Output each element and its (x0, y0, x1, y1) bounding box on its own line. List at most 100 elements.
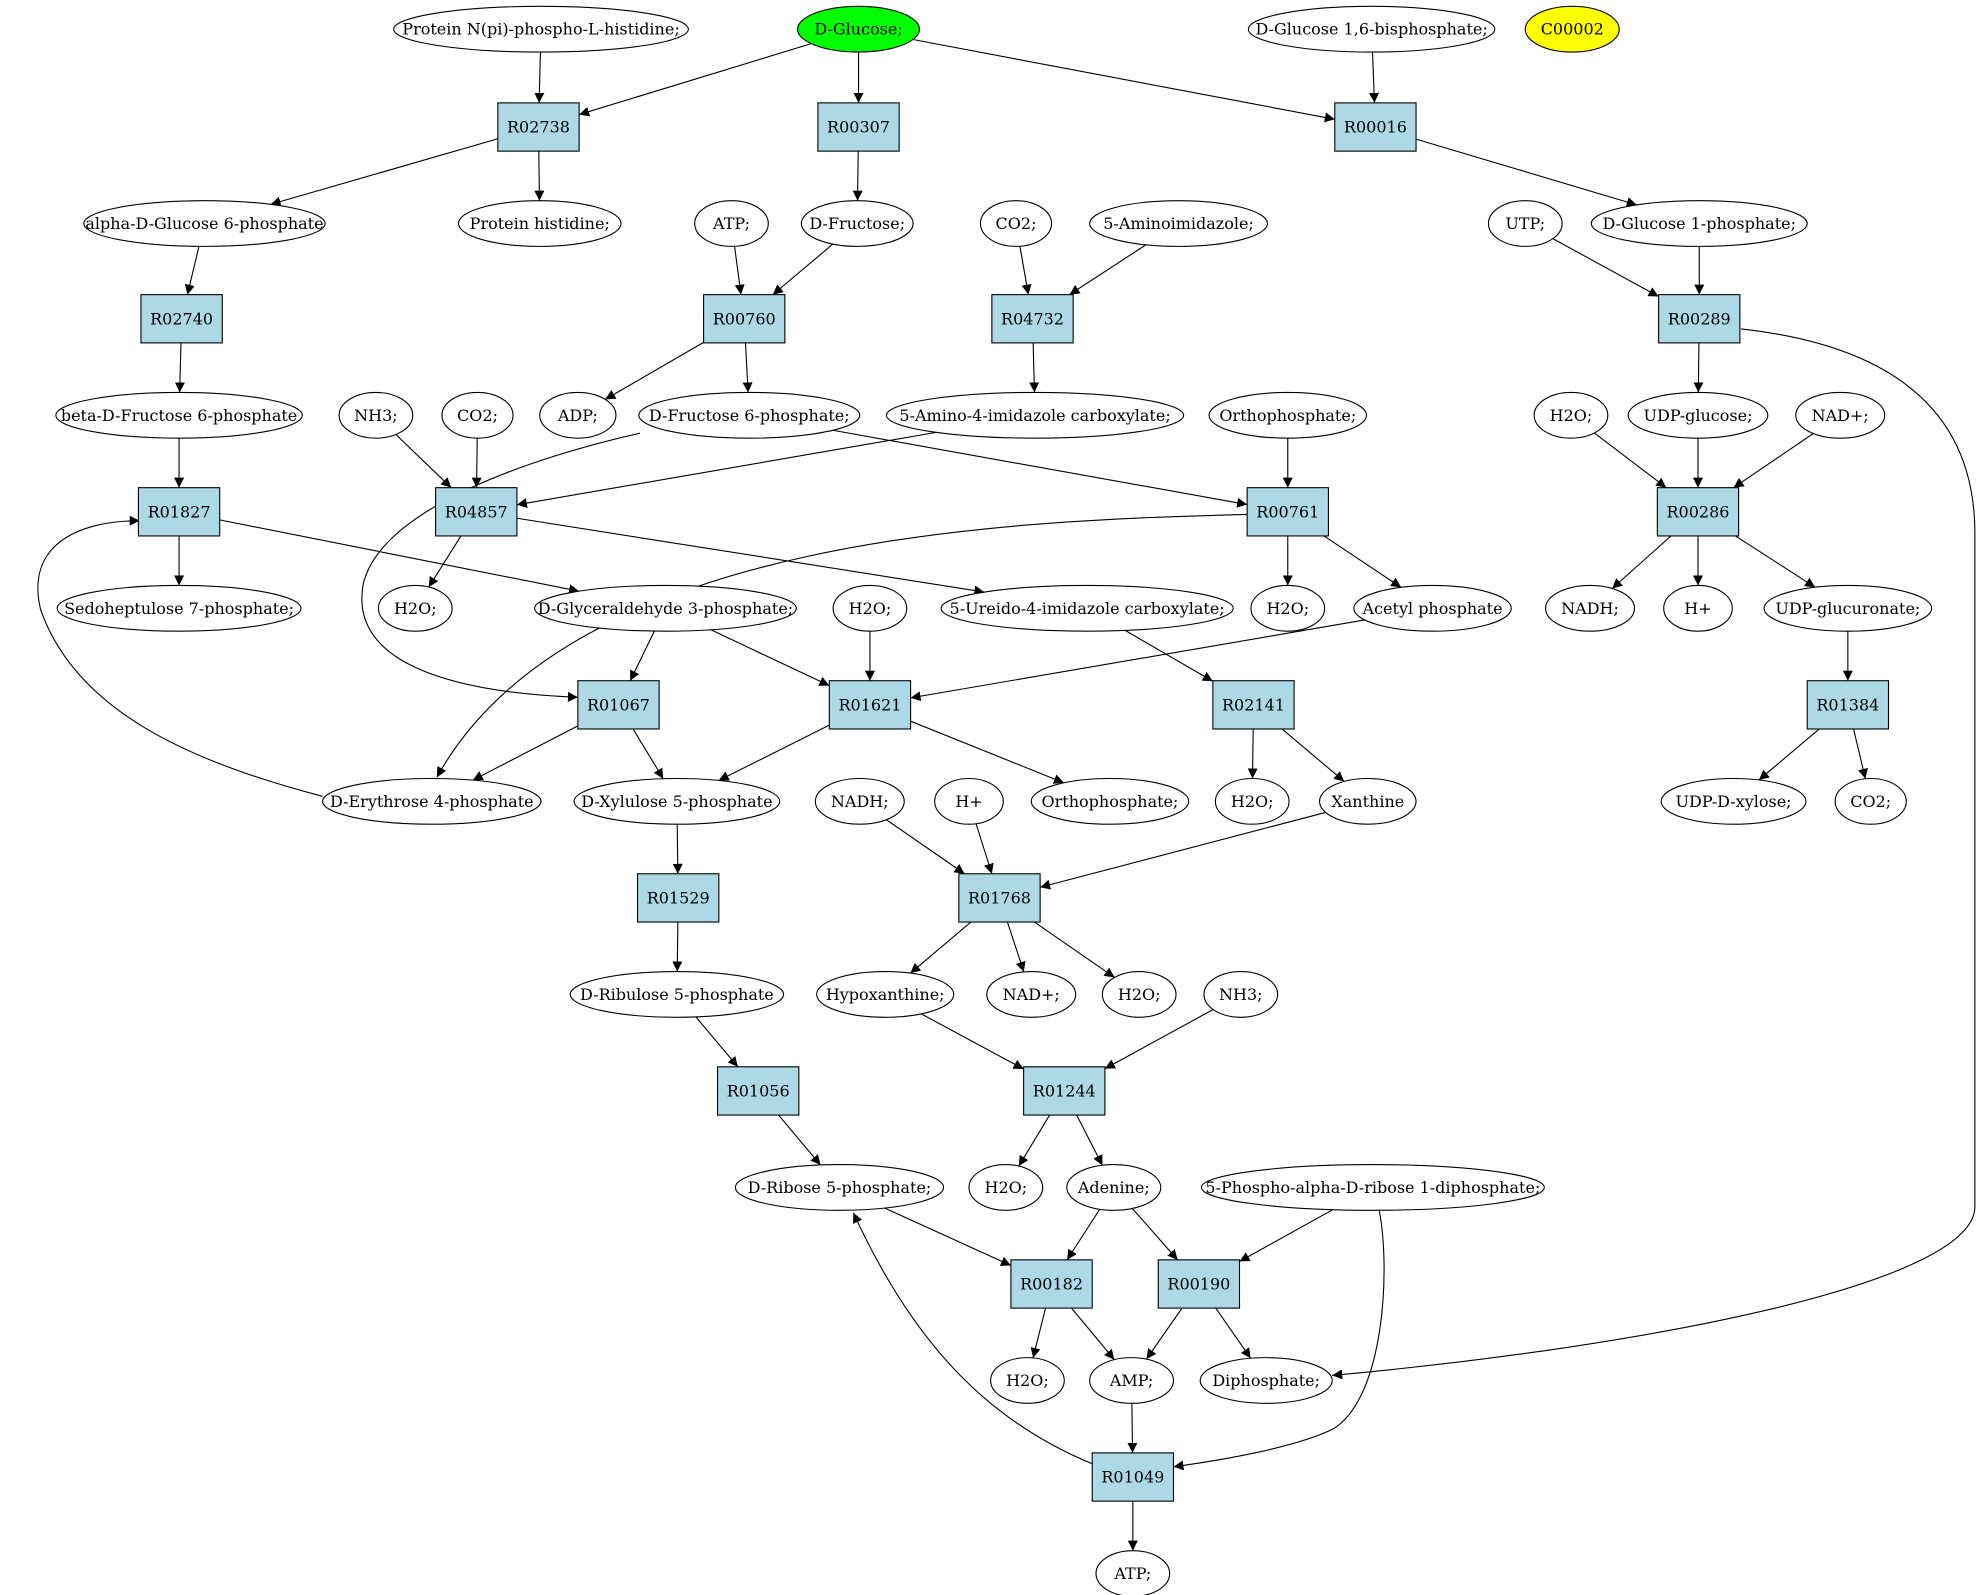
edge-c-hypox-to-r-R01244 (921, 1013, 1024, 1070)
compound-node-c-utp[interactable]: UTP; (1487, 200, 1563, 247)
edge-c-prpp-to-r-R00190 (1239, 1209, 1334, 1262)
compound-node-c-nadh1[interactable]: NADH; (1545, 584, 1636, 632)
reaction-node-r-R01067[interactable]: R01067 (577, 680, 660, 730)
compound-node-c-prot-his[interactable]: Protein histidine; (457, 200, 622, 247)
reaction-node-r-R04732[interactable]: R04732 (991, 294, 1074, 344)
compound-ellipse (1095, 1550, 1171, 1595)
compound-node-c-amp[interactable]: AMP; (1089, 1357, 1175, 1404)
reaction-node-r-R01049[interactable]: R01049 (1091, 1452, 1175, 1502)
compound-node-c-glucose[interactable]: D-Glucose; (797, 5, 921, 53)
compound-node-c-bf6p[interactable]: beta-D-Fructose 6-phosphate (55, 391, 303, 439)
edge-c-ru5p-to-r-R01056 (695, 1016, 739, 1068)
compound-node-c-pi1[interactable]: Orthophosphate; (1208, 391, 1368, 439)
compound-node-c-udpgla[interactable]: UDP-glucuronate; (1763, 584, 1933, 632)
reaction-box (1656, 487, 1740, 537)
compound-node-c-ru5p[interactable]: D-Ribulose 5-phosphate (569, 970, 785, 1018)
compound-ellipse (393, 5, 689, 53)
compound-node-c-s7p[interactable]: Sedoheptulose 7-phosphate; (56, 584, 302, 632)
edge-c-g3p-to-r-R01621 (710, 629, 830, 687)
edge-c-nh3-2-to-r-R01244 (1104, 1009, 1214, 1070)
compound-node-c-fructose[interactable]: D-Fructose; (800, 200, 914, 247)
compound-node-c-nh3-1[interactable]: NH3; (338, 391, 414, 439)
node-label: R00016 (1344, 118, 1407, 137)
compound-node-c-adenine[interactable]: Adenine; (1066, 1164, 1162, 1211)
reaction-node-r-R00182[interactable]: R00182 (1010, 1259, 1093, 1309)
compound-node-c-g16bp[interactable]: D-Glucose 1,6-bisphosphate; (1247, 5, 1496, 53)
reaction-node-r-R00286[interactable]: R00286 (1656, 487, 1740, 537)
reaction-node-r-R02141[interactable]: R02141 (1212, 680, 1295, 730)
node-label: Protein N(pi)-phospho-L-histidine; (402, 20, 679, 39)
reaction-node-r-R00761[interactable]: R00761 (1246, 487, 1329, 537)
compound-node-c-hplus1[interactable]: H+ (1663, 584, 1733, 632)
compound-node-c-pi2[interactable]: Orthophosphate; (1030, 777, 1190, 825)
node-label: R02738 (507, 118, 570, 137)
reaction-box (828, 680, 912, 730)
reaction-node-r-R02738[interactable]: R02738 (497, 102, 580, 152)
edge-r-R00286-to-c-udpgla (1735, 535, 1816, 588)
compound-node-c-nadp2[interactable]: NAD+; (986, 970, 1077, 1018)
compound-node-c-prot-np[interactable]: Protein N(pi)-phospho-L-histidine; (393, 5, 689, 53)
reaction-node-r-R01244[interactable]: R01244 (1023, 1066, 1106, 1116)
compound-node-c-nadp1[interactable]: NAD+; (1795, 391, 1886, 439)
compound-ellipse (1663, 584, 1733, 632)
compound-node-c-h2o-h[interactable]: H2O; (990, 1357, 1065, 1404)
compound-node-c-5u4ic[interactable]: 5-Ureido-4-imidazole carboxylate; (940, 584, 1234, 632)
reaction-node-r-R01621[interactable]: R01621 (828, 680, 912, 730)
node-label: D-Fructose; (809, 214, 905, 233)
compound-node-c-5a4ic[interactable]: 5-Amino-4-imidazole carboxylate; (885, 391, 1185, 439)
compound-node-c-f6p[interactable]: D-Fructose 6-phosphate; (638, 391, 861, 439)
compound-node-c-co2-1[interactable]: CO2; (979, 200, 1053, 247)
reaction-node-r-R00760[interactable]: R00760 (703, 294, 786, 344)
compound-node-c-nadh2[interactable]: NADH; (814, 777, 905, 825)
reaction-node-r-R01827[interactable]: R01827 (137, 487, 221, 537)
compound-node-c-nh3-2[interactable]: NH3; (1203, 970, 1279, 1018)
compound-node-c-atp1[interactable]: ATP; (694, 200, 769, 247)
edge-r-R00016-to-c-g1p (1415, 138, 1637, 207)
compound-node-c-r5p[interactable]: D-Ribose 5-phosphate; (734, 1164, 945, 1211)
compound-node-c-c00002[interactable]: C00002 (1524, 5, 1620, 53)
compound-node-c-h2o-d[interactable]: H2O; (1250, 584, 1326, 632)
compound-node-c-h2o-g[interactable]: H2O; (968, 1164, 1044, 1211)
reaction-node-r-R00016[interactable]: R00016 (1334, 102, 1417, 152)
compound-node-c-x5p[interactable]: D-Xylulose 5-phosphate (573, 777, 781, 825)
compound-node-c-5ai[interactable]: 5-Aminoimidazole; (1089, 200, 1269, 247)
compound-ellipse (1030, 777, 1190, 825)
compound-ellipse (1545, 584, 1636, 632)
compound-node-c-co2-3[interactable]: CO2; (1834, 777, 1907, 825)
compound-node-c-udpxyl[interactable]: UDP-D-xylose; (1660, 777, 1807, 825)
reaction-node-r-R00307[interactable]: R00307 (817, 102, 900, 152)
compound-node-c-h2o-c[interactable]: H2O; (832, 584, 908, 632)
compound-node-c-h2o-b[interactable]: H2O; (377, 584, 453, 632)
compound-node-c-h2o-f[interactable]: H2O; (1101, 970, 1177, 1018)
compound-node-c-adp[interactable]: ADP; (539, 391, 617, 439)
compound-node-c-h2o-a[interactable]: H2O; (1533, 391, 1609, 439)
compound-node-c-prpp[interactable]: 5-Phospho-alpha-D-ribose 1-diphosphate; (1200, 1164, 1545, 1211)
edge-r-R02740-to-c-bf6p (174, 342, 185, 393)
compound-node-c-udpglc[interactable]: UDP-glucose; (1627, 391, 1769, 439)
compound-node-c-g1p[interactable]: D-Glucose 1-phosphate; (1590, 200, 1808, 247)
reaction-node-r-R00190[interactable]: R00190 (1157, 1259, 1241, 1309)
compound-node-c-g3p[interactable]: D-Glyceraldehyde 3-phosphate; (534, 584, 797, 632)
edge-c-co2-2-to-r-R04857 (471, 438, 482, 488)
reaction-node-r-R01056[interactable]: R01056 (716, 1066, 800, 1116)
compound-ellipse (322, 777, 542, 825)
compound-node-c-xanthine[interactable]: Xanthine (1318, 777, 1417, 825)
compound-node-c-h2o-e[interactable]: H2O; (1214, 777, 1290, 825)
compound-node-c-atp2[interactable]: ATP; (1095, 1550, 1171, 1595)
compound-node-c-e4p[interactable]: D-Erythrose 4-phosphate (322, 777, 542, 825)
compound-node-c-acp[interactable]: Acetyl phosphate (1353, 584, 1512, 632)
edge-c-fructose-to-r-R00760 (772, 243, 834, 296)
reaction-node-r-R01768[interactable]: R01768 (958, 873, 1041, 923)
compound-node-c-ppi[interactable]: Diphosphate; (1199, 1357, 1333, 1404)
reaction-node-r-R04857[interactable]: R04857 (435, 487, 518, 537)
reaction-node-r-R01384[interactable]: R01384 (1806, 680, 1890, 730)
compound-node-c-ag6p[interactable]: alpha-D-Glucose 6-phosphate (83, 200, 326, 247)
node-label: R01768 (968, 888, 1031, 907)
compound-node-c-hplus2[interactable]: H+ (934, 777, 1004, 825)
reaction-node-r-R01529[interactable]: R01529 (636, 873, 720, 923)
reaction-node-r-R00289[interactable]: R00289 (1658, 294, 1741, 344)
compound-node-c-hypox[interactable]: Hypoxanthine; (816, 970, 955, 1018)
node-label: Hypoxanthine; (826, 985, 945, 1004)
reaction-node-r-R02740[interactable]: R02740 (140, 294, 223, 344)
compound-node-c-co2-2[interactable]: CO2; (441, 391, 514, 439)
